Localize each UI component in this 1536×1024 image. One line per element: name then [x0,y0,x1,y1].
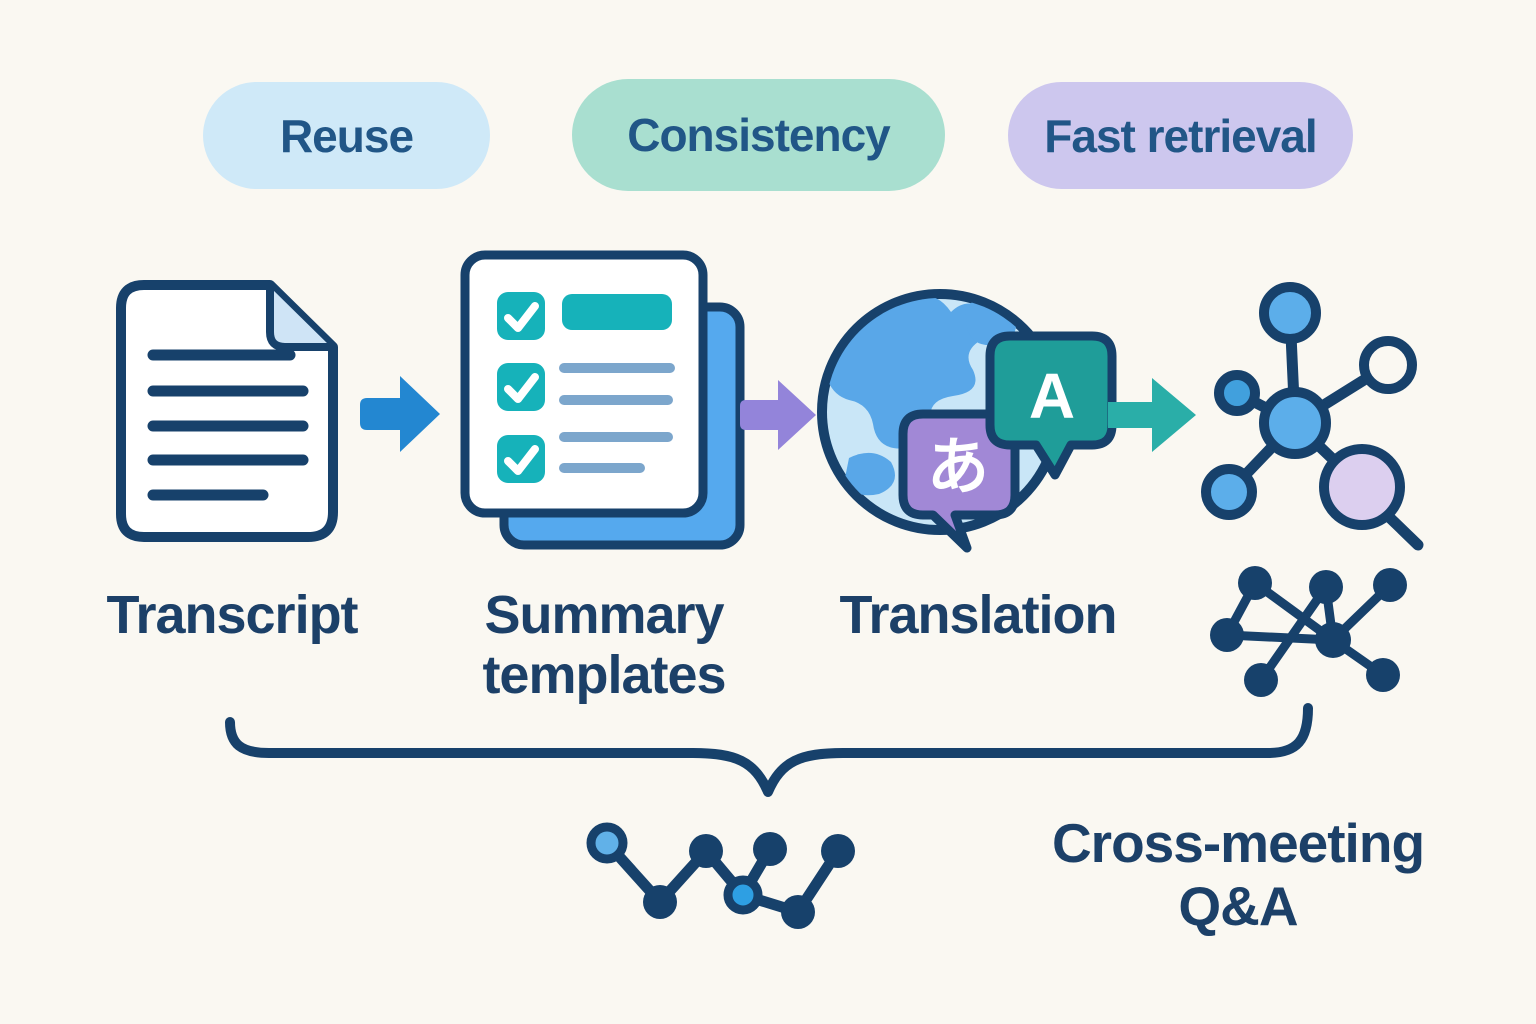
transcript-document-icon [116,280,338,542]
label-translation: Translation [839,585,1117,645]
japanese-speech-bubble: あ [898,409,1020,553]
latin-char: A [1029,360,1075,432]
label-transcript: Transcript [106,585,358,645]
pill-consistency: Consistency [572,79,945,191]
label-cross-meeting-qa: Cross-meeting Q&A [1051,812,1425,937]
pill-fast-retrieval-label: Fast retrieval [1044,109,1317,162]
checkbox-icon [497,292,545,483]
pill-reuse-label: Reuse [279,109,414,162]
meeting-graph-icon [1210,566,1407,697]
summary-templates-icon [460,250,745,550]
brace-underline [225,703,1313,797]
japanese-char: あ [927,430,989,503]
latin-speech-bubble: A [985,331,1117,480]
translation-globe-icon: あ A [817,289,1117,553]
pill-reuse: Reuse [203,82,490,189]
knowledge-graph-icon [1201,282,1424,551]
zigzag-chain-icon [586,822,855,929]
arrow-right-purple-icon [740,380,816,450]
label-summary-templates: Summary templates [482,585,726,705]
arrow-right-teal-icon [1108,378,1196,452]
pill-consistency-label: Consistency [627,109,891,161]
pill-fast-retrieval: Fast retrieval [1008,82,1353,189]
arrow-right-blue-icon [360,376,440,452]
